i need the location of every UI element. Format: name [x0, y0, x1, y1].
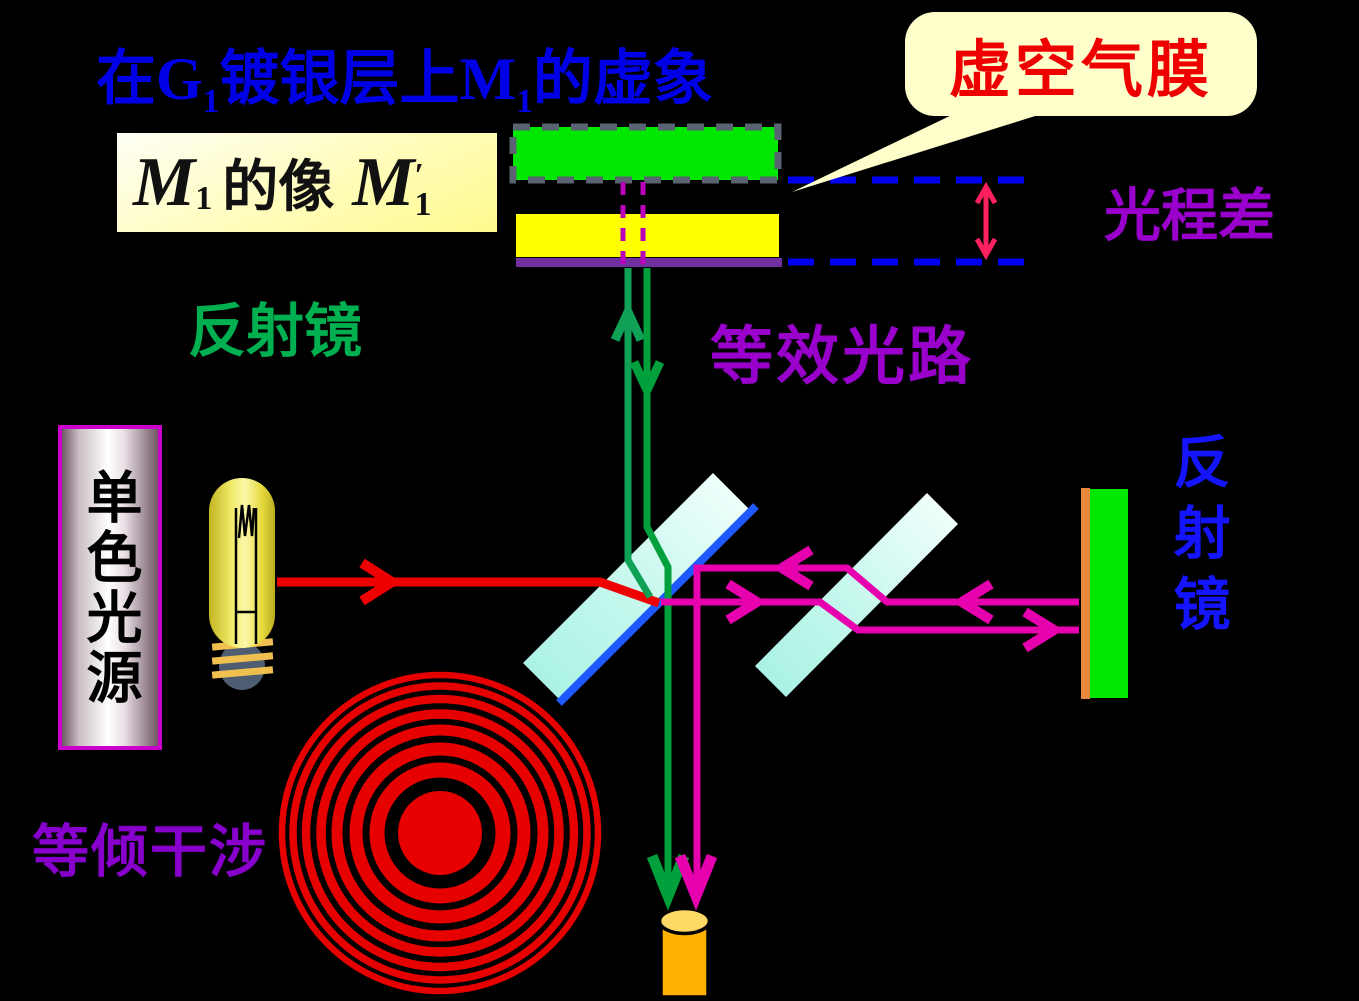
mirror-purple-line: [516, 258, 782, 267]
light-bulb-icon: [209, 478, 275, 690]
monochromatic-source-label-box: 单色光源: [58, 425, 162, 750]
equal-inclination-interference-label: 等倾干涉: [32, 820, 268, 884]
equivalent-path-label: 等效光路: [710, 322, 974, 392]
m1-yellow-rect: [516, 214, 779, 257]
interference-rings-icon: [278, 671, 602, 995]
path-difference-arrow: [974, 181, 998, 261]
air-film-callout-text: 虚空气膜: [948, 37, 1213, 105]
virtual-ray-dashed-lines: [620, 182, 646, 268]
magenta-beam-outgoing: [661, 579, 1079, 653]
detector-cylinder: [657, 906, 712, 999]
green-beam-down: [629, 268, 690, 911]
callout-tail: [792, 112, 1048, 192]
mirror-label-left: 反射镜: [188, 299, 363, 364]
mirror-m2: [1081, 488, 1128, 699]
m1-image-text: 的像: [222, 155, 335, 218]
green-beam-up: [610, 268, 654, 599]
air-film-callout: 虚空气膜: [905, 12, 1257, 116]
monochromatic-source-text: 单色光源: [79, 467, 142, 708]
compensator-plate-g2: [755, 493, 958, 697]
m1-symbol: M: [133, 143, 196, 221]
magenta-beam-return: [674, 545, 1079, 911]
beam-splitter-g1: [523, 473, 759, 706]
m1-prime-symbol: M: [352, 143, 415, 221]
m1-virtual-image-rect: [509, 123, 782, 184]
optical-path-difference-label: 光程差: [1104, 184, 1275, 248]
mirror-label-right: 反射镜: [1165, 432, 1229, 645]
diagram-title: 在G1镀银层上M1的虚象: [96, 46, 713, 120]
incident-red-beam: [277, 558, 661, 608]
